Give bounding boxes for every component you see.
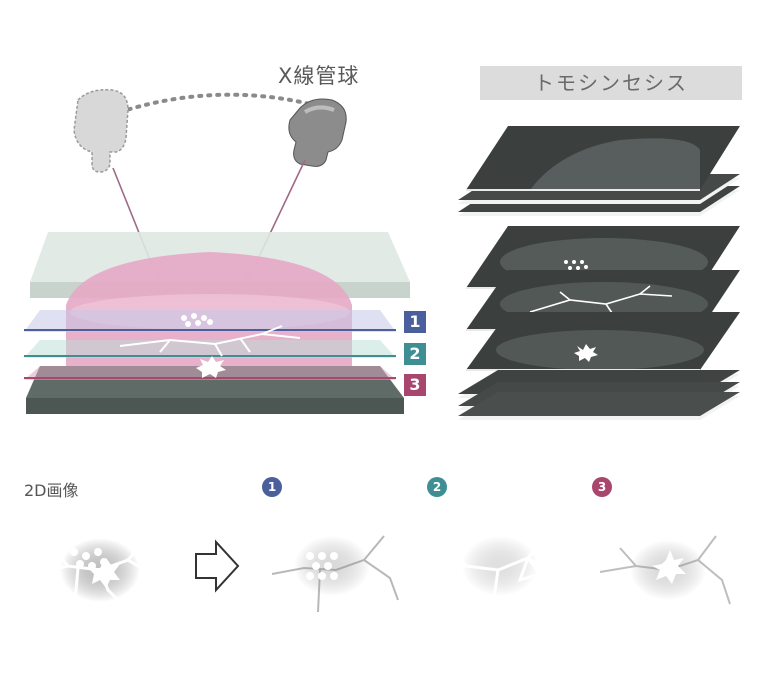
- slice-sheet: [466, 126, 740, 191]
- tomosynthesis-title: トモシンセシス: [480, 66, 742, 100]
- panel-3-graphic: [599, 535, 731, 605]
- slice-tag-1: 1: [404, 311, 426, 333]
- slice-sheet: [458, 392, 740, 420]
- panel-number-3: 3: [592, 477, 612, 497]
- label-2d-image: 2D画像: [24, 481, 79, 500]
- xray-tube-label: X線管球: [278, 64, 360, 88]
- tube-arc-path: [118, 92, 312, 114]
- calcification-cluster: [181, 313, 213, 327]
- slice-tag-2: 2: [404, 343, 426, 365]
- slice-tag-3: 3: [404, 374, 426, 396]
- tomosynthesis-slice-stack: [458, 126, 740, 420]
- arrow-right-icon: [195, 539, 240, 593]
- panel-1-graphic: [271, 535, 399, 613]
- panel-2-graphic: [430, 518, 568, 614]
- panel-2d-graphic: [34, 518, 170, 614]
- xray-tube-icon: [288, 98, 347, 167]
- panel-number-1: 1: [262, 477, 282, 497]
- ductal-structure: [119, 325, 301, 357]
- slice-plane-2: [24, 340, 396, 358]
- panel-number-2: 2: [427, 477, 447, 497]
- slice-sheet-mass: [466, 312, 740, 371]
- ghost-xray-tube-icon: [73, 88, 129, 173]
- mass-lesion: [196, 356, 226, 378]
